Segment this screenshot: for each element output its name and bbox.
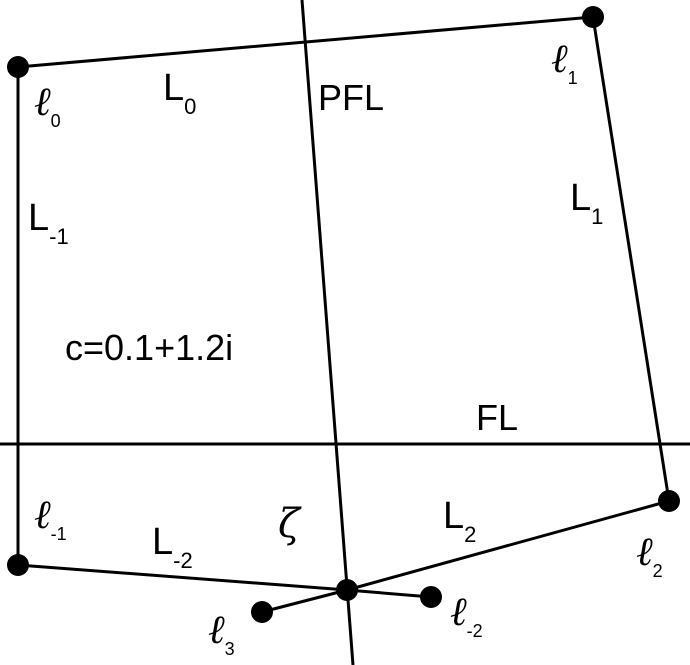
segment-L2 xyxy=(346,499,670,592)
label-L-2: L-2 xyxy=(152,521,193,573)
label-L2: L2 xyxy=(443,495,476,547)
label-zeta: ζ xyxy=(278,501,302,547)
label-FL: FL xyxy=(476,397,518,438)
parameter-label: c=0.1+1.2i xyxy=(65,327,233,368)
point-zeta-dot xyxy=(336,579,358,601)
segment-L0 xyxy=(17,15,594,69)
label-l1: ℓ1 xyxy=(551,36,578,88)
label-l3: ℓ3 xyxy=(208,607,235,659)
point-l-1-dot xyxy=(7,554,29,576)
point-l2-dot xyxy=(658,490,680,512)
segment-L1 xyxy=(591,16,671,502)
label-l-2: ℓ-2 xyxy=(450,589,483,641)
point-l1-dot xyxy=(582,6,604,28)
label-PFL: PFL xyxy=(318,77,384,118)
label-l0: ℓ0 xyxy=(34,79,61,131)
segment-to-l3 xyxy=(261,588,348,614)
point-l3-dot xyxy=(251,601,273,623)
segment-L-2 xyxy=(17,563,348,592)
label-L-1: L-1 xyxy=(28,197,69,249)
label-L1: L1 xyxy=(570,177,603,229)
label-L0: L0 xyxy=(163,67,196,119)
point-l0-dot xyxy=(7,56,29,78)
segment-to-l-2 xyxy=(346,588,432,599)
label-l2: ℓ2 xyxy=(636,529,663,581)
label-l-1: ℓ-1 xyxy=(34,492,67,544)
point-l-2-dot xyxy=(420,586,442,608)
slanted-line-PFL xyxy=(300,0,355,665)
